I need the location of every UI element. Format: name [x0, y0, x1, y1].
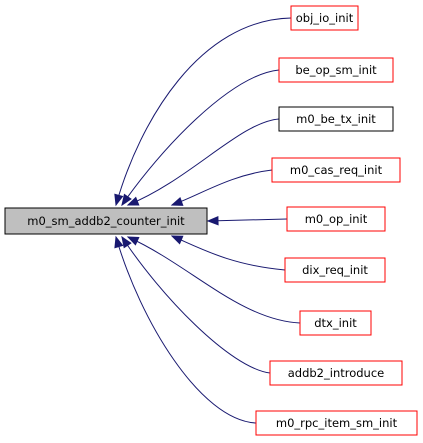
caller-m0-cas-req-init-box: [271, 157, 401, 183]
dtx-init-edge: [127, 236, 301, 324]
caller-m0-rpc-item-sm-init-box: [255, 410, 418, 436]
caller-be-op-sm-init-label: be_op_sm_init: [295, 63, 377, 77]
caller-addb2-introduce-node[interactable]: addb2_introduce: [269, 360, 403, 386]
caller-m0-op-init-box: [286, 206, 386, 232]
root-function-node[interactable]: m0_sm_addb2_counter_init: [4, 207, 208, 235]
caller-m0-cas-req-init-label: m0_cas_req_init: [290, 163, 383, 177]
caller-be-op-sm-init-box: [278, 57, 394, 83]
dix-req-init-edge: [171, 235, 286, 271]
m0-rpc-item-sm-init-edge: [115, 236, 257, 424]
caller-m0-op-init-label: m0_op_init: [305, 212, 368, 226]
caller-obj-io-init-node[interactable]: obj_io_init: [290, 5, 359, 31]
m0-rpc-item-sm-init-arrowhead: [114, 235, 124, 249]
call-edges: [114, 17, 301, 424]
be-op-sm-init-arrowhead: [121, 193, 132, 207]
caller-dtx-init-box: [299, 310, 372, 336]
graph-nodes: m0_sm_addb2_counter_init obj_io_init be_op…: [4, 5, 418, 436]
m0-cas-req-init-arrowhead: [170, 197, 184, 206]
caller-m0-op-init-node[interactable]: m0_op_init: [286, 206, 386, 232]
caller-dtx-init-node[interactable]: dtx_init: [299, 310, 372, 336]
caller-addb2-introduce-box: [269, 360, 403, 386]
addb2-introduce-arrowhead: [121, 235, 132, 249]
m0-op-init-arrowhead: [206, 215, 219, 226]
m0-be-tx-init-edge: [127, 118, 280, 206]
m0-be-tx-init-arrowhead: [126, 196, 140, 206]
caller-addb2-introduce-label: addb2_introduce: [288, 366, 385, 380]
caller-dix-req-init-node[interactable]: dix_req_init: [284, 257, 386, 283]
caller-m0-be-tx-init-node[interactable]: m0_be_tx_init: [278, 106, 394, 132]
caller-dtx-init-label: dtx_init: [314, 316, 357, 330]
caller-be-op-sm-init-node[interactable]: be_op_sm_init: [278, 57, 394, 83]
root-function-label: m0_sm_addb2_counter_init: [27, 214, 185, 228]
caller-obj-io-init-box: [290, 5, 359, 31]
obj-io-init-edge: [115, 17, 292, 206]
root-function-box: [4, 207, 208, 235]
obj-io-init-arrowhead: [114, 193, 124, 207]
caller-obj-io-init-label: obj_io_init: [296, 11, 354, 25]
caller-m0-be-tx-init-box: [278, 106, 394, 132]
dix-req-init-arrowhead: [170, 235, 184, 245]
be-op-sm-init-edge: [121, 69, 280, 206]
caller-dix-req-init-label: dix_req_init: [302, 263, 368, 277]
caller-m0-rpc-item-sm-init-node[interactable]: m0_rpc_item_sm_init: [255, 410, 418, 436]
caller-m0-cas-req-init-node[interactable]: m0_cas_req_init: [271, 157, 401, 183]
caller-m0-be-tx-init-label: m0_be_tx_init: [296, 112, 376, 126]
caller-dix-req-init-box: [284, 257, 386, 283]
m0-cas-req-init-edge: [171, 169, 273, 206]
m0-op-init-edge: [207, 218, 288, 222]
addb2-introduce-edge: [121, 236, 271, 374]
caller-m0-rpc-item-sm-init-label: m0_rpc_item_sm_init: [276, 416, 398, 430]
dtx-init-arrowhead: [126, 236, 140, 246]
